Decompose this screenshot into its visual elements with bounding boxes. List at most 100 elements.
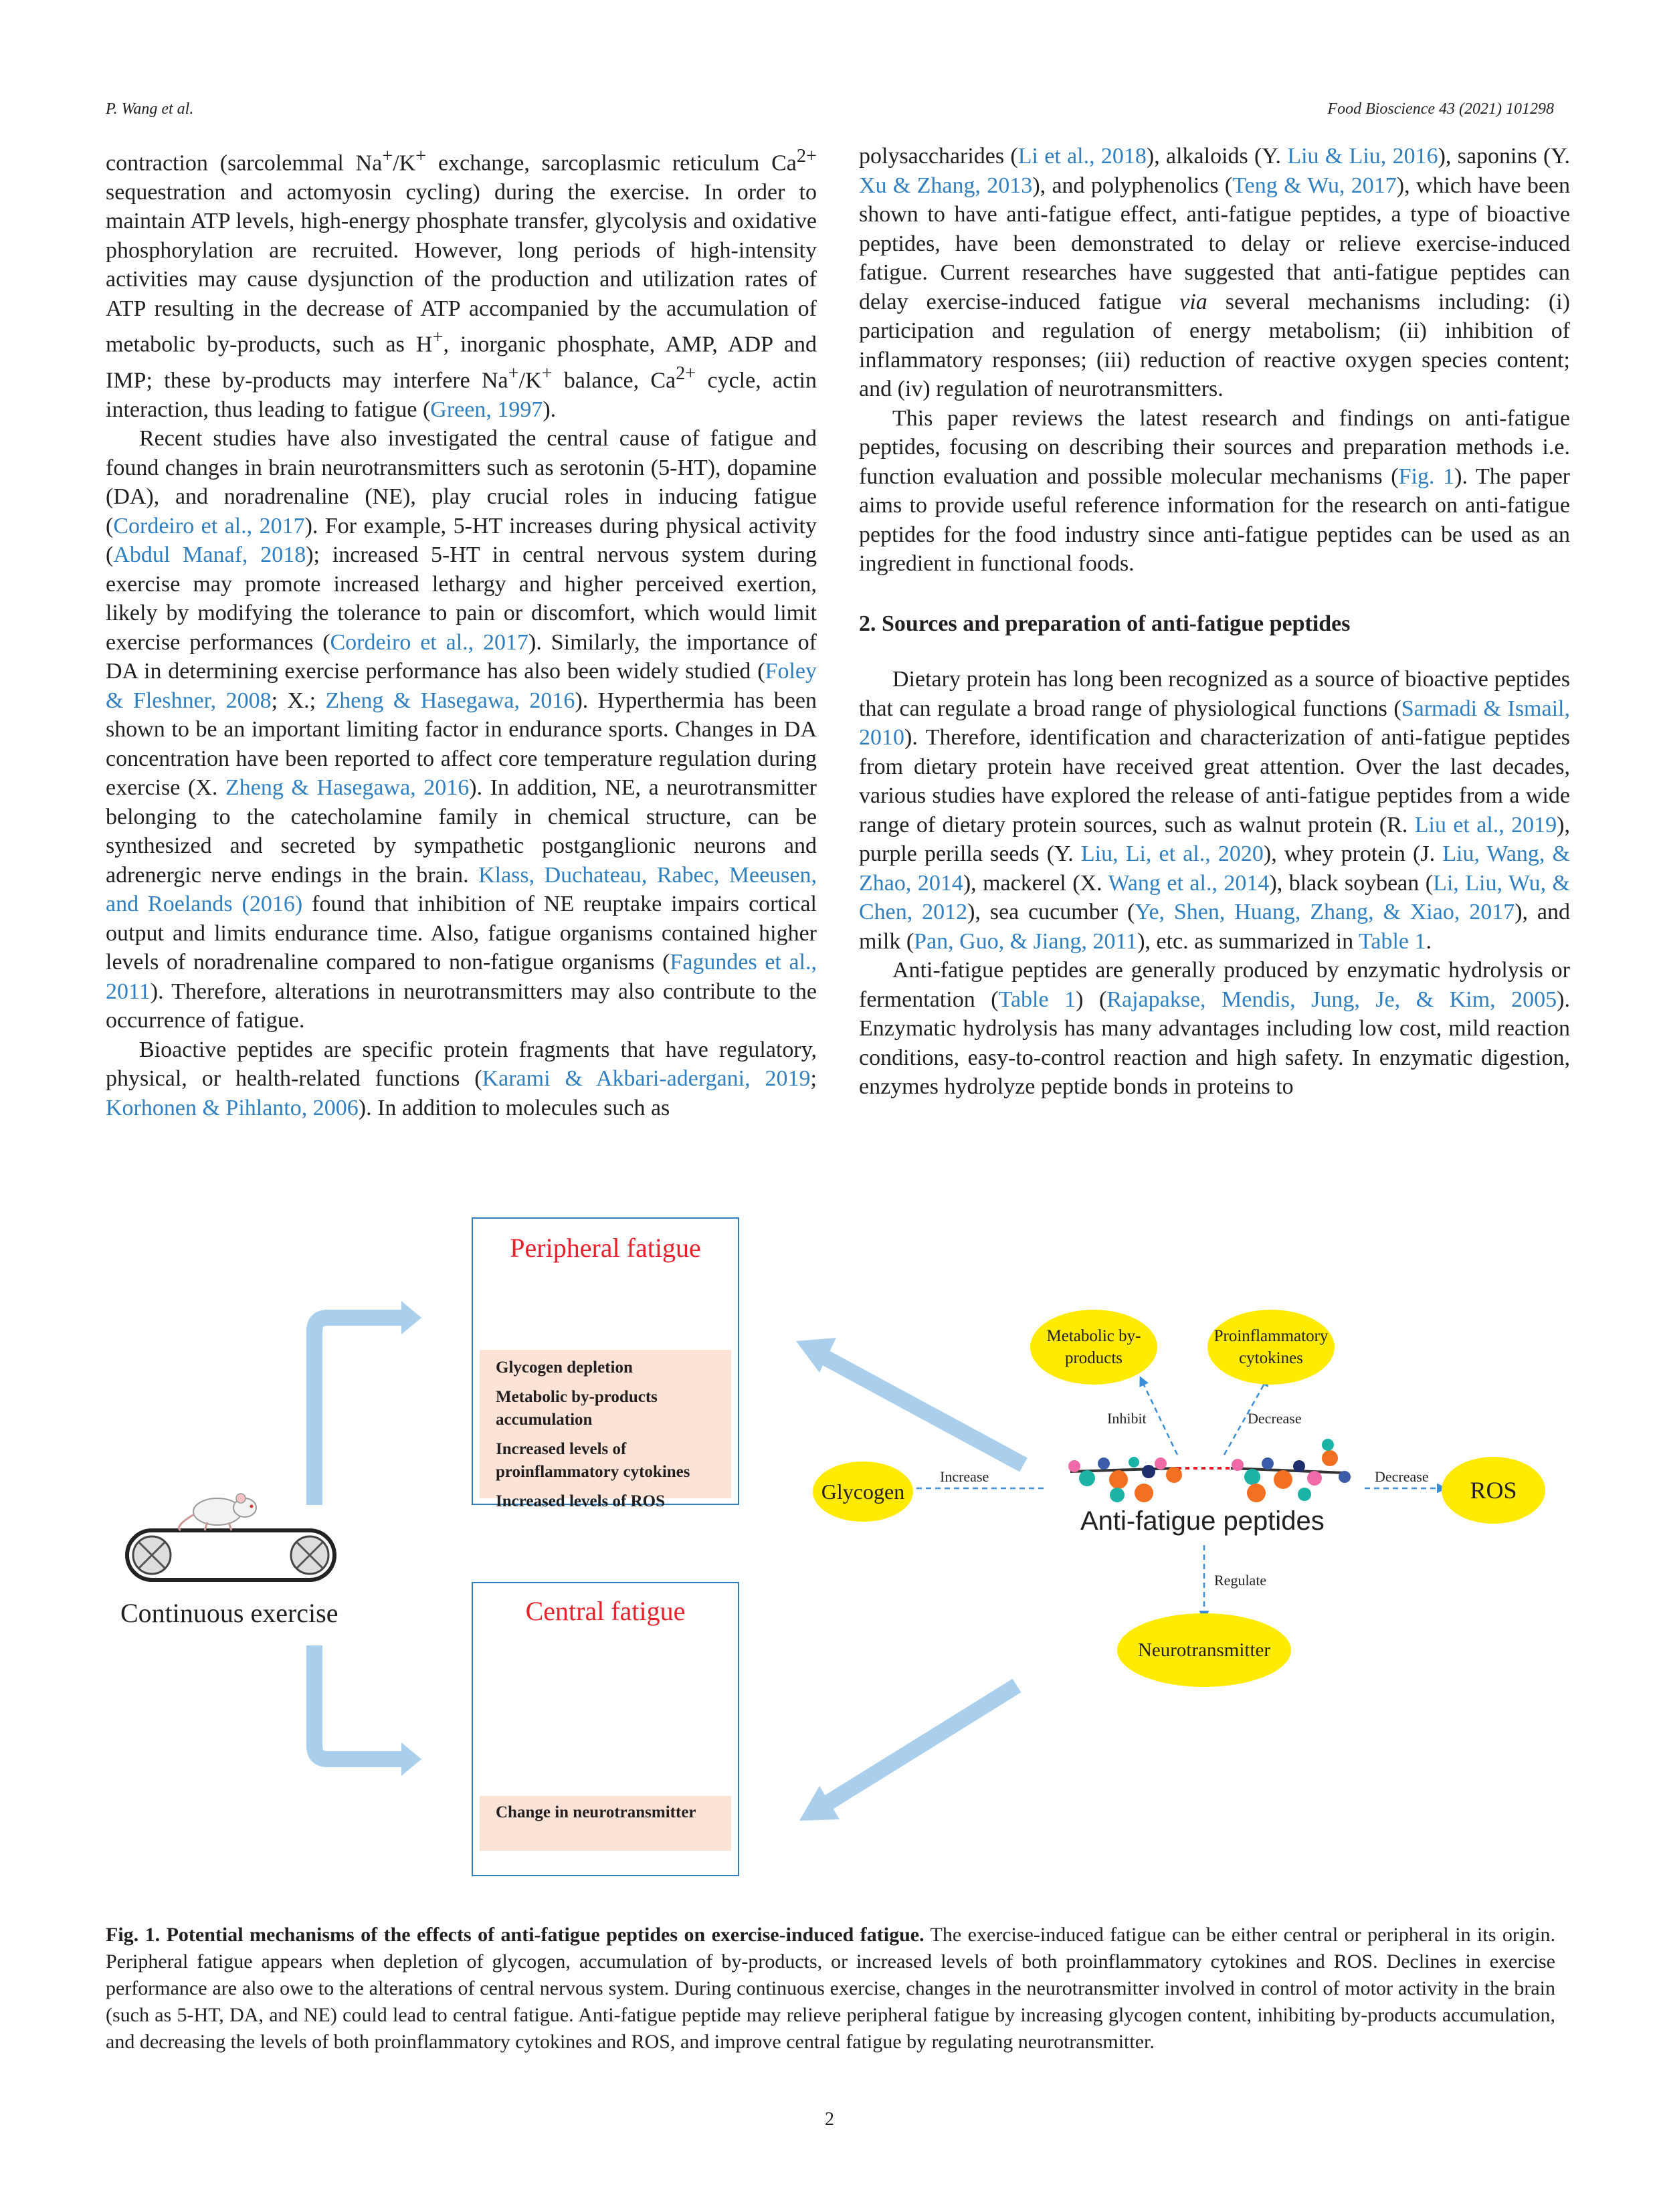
- citation-link[interactable]: Zheng & Hasegawa, 2016: [325, 688, 575, 713]
- peptides-to-peripheral-arrow: [796, 1338, 1028, 1472]
- text-run: ). Hyperthermia has been shown to be an …: [106, 688, 817, 801]
- figure-caption: Fig. 1. Potential mechanisms of the effe…: [106, 1922, 1555, 2055]
- superscript: 2+: [676, 363, 696, 385]
- text-run: ) (: [1076, 987, 1107, 1012]
- citation-link[interactable]: Rajapakse, Mendis, Jung, Je, & Kim, 2005: [1106, 987, 1557, 1012]
- neurotransmitter-ellipse: Neurotransmitter: [1117, 1613, 1291, 1687]
- table-link[interactable]: Table 1: [1358, 928, 1426, 954]
- figure-1: Continuous exercise Peripheral fatigue G…: [100, 1217, 1559, 1886]
- text-run: ), black soybean (: [1269, 870, 1434, 896]
- citation-link[interactable]: Fagundes et al., 2011: [106, 950, 817, 1004]
- left-column: contraction (sarcolemmal Na+/K+ exchange…: [106, 142, 817, 1122]
- text-run: found that inhibition of NE reuptake imp…: [106, 892, 817, 975]
- text-run: Bioactive peptides are specific protein …: [106, 1037, 817, 1092]
- text-run: This paper reviews the latest research a…: [859, 405, 1570, 489]
- superscript: +: [382, 146, 393, 167]
- peripheral-fatigue-title: Peripheral fatigue: [510, 1233, 701, 1263]
- paragraph: Dietary protein has long been recognized…: [859, 665, 1570, 956]
- proinflammatory-cytokines-ellipse: Proinflammatory cytokines: [1207, 1310, 1335, 1385]
- paragraph: polysaccharides (Li et al., 2018), alkal…: [859, 142, 1570, 404]
- peripheral-fatigue-list: Glycogen depletion Metabolic by-products…: [480, 1350, 731, 1510]
- text-run: ), etc. as summarized in: [1137, 928, 1359, 954]
- text-run: sequestration and actomyosin cycling) du…: [106, 179, 817, 357]
- text-run: ; X.;: [271, 688, 326, 713]
- mouse-icon: [178, 1493, 257, 1532]
- citation-link[interactable]: Wang et al., 2014: [1108, 870, 1270, 896]
- caption-text: The exercise-induced fatigue can be eith…: [106, 1924, 1555, 2053]
- citation-link[interactable]: Cordeiro et al., 2017: [330, 629, 529, 655]
- citation-link[interactable]: Pan, Guo, & Jiang, 2011: [914, 928, 1138, 954]
- text-run: ). Therefore, alterations in neurotransm…: [106, 979, 817, 1033]
- table-link[interactable]: Table 1: [998, 987, 1076, 1012]
- text-run: ). Therefore, identification and charact…: [859, 725, 1570, 837]
- decrease-label: Decrease: [1375, 1468, 1429, 1485]
- citation-link[interactable]: Green, 1997: [430, 397, 543, 422]
- citation-link[interactable]: Liu et al., 2019: [1414, 812, 1557, 837]
- text-run: ), which have been shown to have anti-fa…: [859, 173, 1570, 314]
- text-run: ), sea cucumber (: [967, 900, 1135, 924]
- list-item: Increased levels of proinflammatory cyto…: [496, 1440, 690, 1481]
- exercise-to-peripheral-arrow: [306, 1310, 401, 1505]
- text-run: ); increased 5-HT in central nervous sys…: [106, 542, 817, 655]
- figure-link[interactable]: Fig. 1: [1398, 464, 1455, 489]
- text-run: ). Similarly, the importance of DA in de…: [106, 629, 817, 684]
- increase-label: Increase: [940, 1468, 989, 1485]
- peripheral-fatigue-panel: Peripheral fatigue Glycogen depletion Me…: [472, 1217, 739, 1510]
- text-run: ), whey protein (J.: [1263, 841, 1443, 866]
- citation-link[interactable]: Foley & Fleshner, 2008: [106, 659, 817, 713]
- citation-link[interactable]: Ye, Shen, Huang, Zhang, & Xiao, 2017: [1135, 900, 1515, 924]
- text-run: ), and milk (: [859, 900, 1570, 954]
- citation-link[interactable]: Korhonen & Pihlanto, 2006: [106, 1095, 359, 1120]
- citation-link[interactable]: Klass, Duchateau, Rabec, Meeusen, and Ro…: [106, 862, 817, 917]
- paragraph: Bioactive peptides are specific protein …: [106, 1035, 817, 1123]
- text-run: .: [1426, 928, 1432, 954]
- running-header-authors: P. Wang et al.: [106, 100, 194, 118]
- text-run: ), and polyphenolics (: [1032, 173, 1233, 198]
- citation-link[interactable]: Karami & Akbari-adergani, 2019: [482, 1066, 811, 1092]
- arrow-head: [401, 1742, 421, 1776]
- citation-link[interactable]: Zheng & Hasegawa, 2016: [225, 775, 470, 801]
- anti-fatigue-peptides-label: Anti-fatigue peptides: [1080, 1506, 1325, 1536]
- text-run: ). In addition to molecules such as: [358, 1095, 670, 1120]
- list-item: Glycogen depletion: [496, 1359, 633, 1377]
- citation-link[interactable]: Liu, Wang, & Zhao, 2014: [859, 841, 1570, 896]
- regulate-label: Regulate: [1214, 1572, 1267, 1589]
- text-run: polysaccharides (: [859, 144, 1018, 169]
- citation-link[interactable]: Abdul Manaf, 2018: [113, 542, 306, 568]
- citation-link[interactable]: Sarmadi & Ismail, 2010: [859, 696, 1570, 750]
- inhibit-arrow: [1139, 1376, 1179, 1455]
- text-run: /K: [393, 150, 416, 176]
- citation-link[interactable]: Liu & Liu, 2016: [1287, 144, 1438, 169]
- section-heading: 2. Sources and preparation of anti-fatig…: [859, 611, 1351, 636]
- right-column: polysaccharides (Li et al., 2018), alkal…: [859, 142, 1570, 1102]
- citation-link[interactable]: Liu, Li, et al., 2020: [1080, 841, 1264, 866]
- superscript: +: [508, 363, 519, 385]
- metabolic-byproducts-ellipse: Metabolic by-products: [1030, 1310, 1157, 1385]
- peptide-molecule-icon: [1068, 1439, 1351, 1502]
- superscript: 2+: [796, 146, 817, 167]
- citation-link[interactable]: Teng & Wu, 2017: [1232, 173, 1397, 198]
- central-fatigue-panel: Central fatigue Change in neurotransmitt…: [472, 1582, 739, 1876]
- citation-link[interactable]: Xu & Zhang, 2013: [859, 173, 1033, 198]
- text-run: several mechanisms including: (i) partic…: [859, 289, 1570, 402]
- list-item: Metabolic by-products accumulation: [496, 1388, 658, 1429]
- superscript: +: [541, 363, 553, 385]
- text-run: ), mackerel (X.: [963, 870, 1108, 896]
- list-item: Increased levels of ROS: [496, 1492, 665, 1510]
- text-run: ). Enzymatic hydrolysis has many advanta…: [859, 987, 1570, 1100]
- list-item: Change in neurotransmitter: [496, 1803, 696, 1821]
- figure-graphics: [125, 1276, 1447, 1821]
- continuous-exercise-label: Continuous exercise: [120, 1598, 338, 1628]
- text-run: cycle, actin interaction, thus leading t…: [106, 368, 817, 422]
- paragraph: Anti-fatigue peptides are generally prod…: [859, 956, 1570, 1102]
- page-number: 2: [825, 2109, 834, 2130]
- citation-link[interactable]: Li et al., 2018: [1017, 144, 1147, 169]
- inhibit-label: Inhibit: [1107, 1410, 1147, 1427]
- arrow-head: [401, 1301, 421, 1334]
- text-run: balance, Ca: [552, 368, 676, 393]
- glycogen-ellipse: Glycogen: [813, 1462, 913, 1522]
- citation-link[interactable]: Li, Liu, Wu, & Chen, 2012: [859, 870, 1570, 925]
- text-run: ), purple perilla seeds (Y.: [859, 812, 1570, 867]
- exercise-to-central-arrow: [306, 1645, 401, 1767]
- citation-link[interactable]: Cordeiro et al., 2017: [113, 513, 305, 538]
